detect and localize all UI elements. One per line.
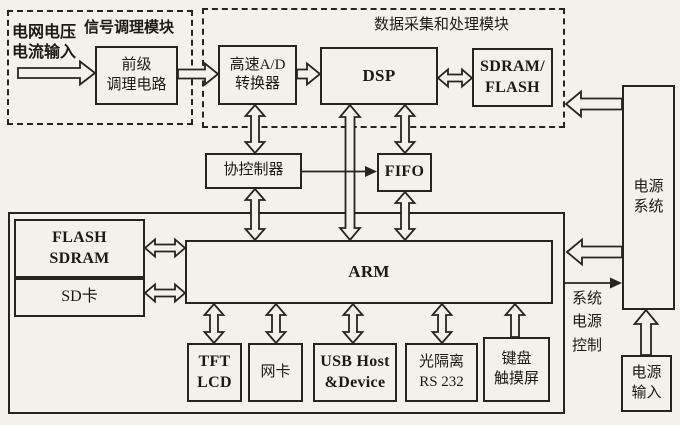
cocontroller-fifo-arrow — [302, 166, 377, 177]
power-input-block: 电源 输入 — [621, 355, 672, 412]
arm-block: ARM — [185, 240, 553, 304]
system-power-control-arrow — [565, 277, 622, 289]
tft-lcd-block: TFT LCD — [187, 343, 242, 402]
sdram-flash-block: SDRAM/ FLASH — [472, 48, 553, 107]
usb-host-device-block: USB Host &Device — [313, 343, 397, 402]
fifo-block: FIFO — [377, 153, 432, 192]
signal-conditioning-module-label: 信号调理模块 — [84, 20, 175, 36]
flash-sdram-block: FLASH SDRAM — [14, 219, 145, 278]
co-controller-block: 协控制器 — [205, 153, 302, 189]
power-system-block: 电源 系统 — [622, 85, 675, 310]
data-acquisition-module-label: 数据采集和处理模块 — [374, 17, 510, 33]
network-card-block: 网卡 — [248, 343, 303, 402]
power-input-arrow — [632, 308, 660, 356]
adc-block: 高速A/D 转换器 — [218, 45, 297, 105]
front-conditioning-block: 前级 调理电路 — [95, 46, 178, 105]
power-to-arm-module-arrow — [565, 237, 623, 267]
dsp-block: DSP — [320, 47, 438, 105]
opto-rs232-block: 光隔离 RS 232 — [405, 343, 478, 402]
power-to-daq-arrow — [564, 89, 623, 119]
grid-input-label: 电网电压 电流输入 — [12, 24, 77, 61]
sd-card-block: SD卡 — [14, 278, 145, 317]
keypad-touchscreen-block: 键盘 触摸屏 — [483, 337, 550, 402]
system-power-control-label: 系统 电源 控制 — [571, 291, 602, 354]
arm-module-frame — [8, 212, 565, 414]
